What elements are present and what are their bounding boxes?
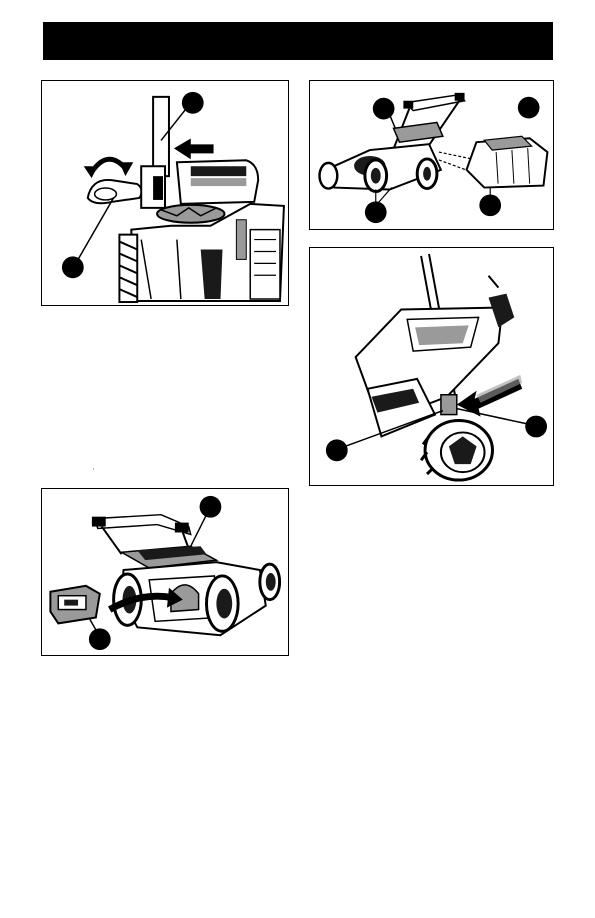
figure-mulching-plug	[41, 488, 289, 656]
lock-knob	[441, 395, 457, 415]
handle-lock-illustration	[310, 248, 553, 485]
callout-circle	[365, 201, 387, 223]
callout-circle	[182, 92, 204, 114]
figure-grass-bag	[309, 80, 554, 230]
callout-circle	[479, 194, 501, 216]
mulching-plug-illustration	[42, 489, 288, 655]
callout-circle	[200, 496, 222, 518]
grass-bag-illustration	[310, 81, 553, 229]
header-bar	[43, 22, 553, 60]
handle-lever-illustration	[42, 81, 288, 305]
callout-circle	[62, 256, 84, 278]
handle-tube	[153, 97, 169, 176]
callout-circle	[525, 416, 547, 438]
rotate-arrow-icon	[92, 159, 126, 172]
callout-circle	[373, 98, 395, 120]
rotate-arrow-head-right	[119, 162, 133, 176]
figure-handle-lock	[309, 247, 554, 486]
callout-circle	[89, 628, 111, 650]
figure-handle-lever	[41, 80, 289, 306]
scan-mark	[93, 468, 94, 470]
callout-circle	[326, 439, 348, 461]
callout-circle	[518, 97, 540, 119]
rotate-arrow-head-left	[84, 166, 98, 178]
push-arrow-icon	[174, 138, 214, 159]
